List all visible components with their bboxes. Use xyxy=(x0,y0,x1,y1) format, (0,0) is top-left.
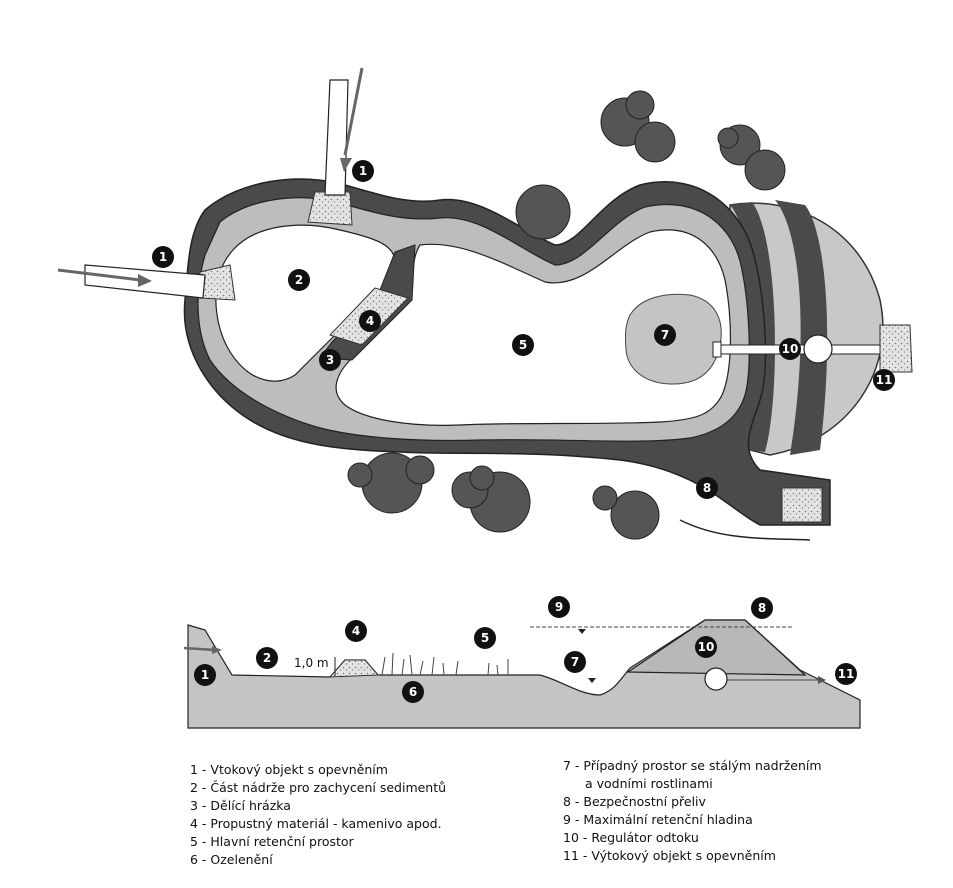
badge-7: 7 xyxy=(654,324,676,346)
section-badge-6: 6 xyxy=(402,681,424,703)
trees xyxy=(347,90,786,540)
height-label: 1,0 m xyxy=(294,656,329,670)
svg-text:9: 9 xyxy=(555,600,563,614)
regulator-section xyxy=(704,667,728,691)
svg-text:5: 5 xyxy=(481,631,489,645)
legend-item-7-cont: a vodními rostlinami xyxy=(585,776,713,791)
svg-text:1: 1 xyxy=(359,164,367,178)
svg-text:7: 7 xyxy=(661,328,669,342)
badge-1-top: 1 xyxy=(352,160,374,182)
svg-text:4: 4 xyxy=(352,624,360,638)
legend-item-10: 10 - Regulátor odtoku xyxy=(563,830,699,845)
svg-text:2: 2 xyxy=(295,273,303,287)
svg-text:11: 11 xyxy=(838,667,855,681)
legend-item-3: 3 - Dělící hrázka xyxy=(190,798,291,813)
section-badge-10: 10 xyxy=(695,636,717,658)
legend-item-8: 8 - Bezpečnostní přeliv xyxy=(563,794,706,809)
section-badge-9: 9 xyxy=(548,596,570,618)
badge-11: 11 xyxy=(873,369,895,391)
legend-item-2: 2 - Část nádrže pro zachycení sedimentů xyxy=(190,780,447,795)
legend-left: 1 - Vtokový objekt s opevněním 2 - Část … xyxy=(190,761,446,869)
legend-item-6: 6 - Ozelenění xyxy=(190,852,273,867)
svg-text:8: 8 xyxy=(703,481,711,495)
left-inlet-pipe xyxy=(57,264,206,299)
svg-text:3: 3 xyxy=(326,353,334,367)
badge-10: 10 xyxy=(779,338,801,360)
svg-text:10: 10 xyxy=(782,342,799,356)
legend-right: 7 - Případný prostor se stálým nadržením… xyxy=(563,757,822,865)
gravel-section xyxy=(328,659,380,678)
svg-text:5: 5 xyxy=(519,338,527,352)
legend-item-5: 5 - Hlavní retenční prostor xyxy=(190,834,354,849)
cross-section: 1,0 m xyxy=(183,619,861,729)
svg-text:2: 2 xyxy=(263,651,271,665)
section-badge-8: 8 xyxy=(751,597,773,619)
badge-1-left: 1 xyxy=(152,246,174,268)
badge-4: 4 xyxy=(359,310,381,332)
svg-text:8: 8 xyxy=(758,601,766,615)
badge-2: 2 xyxy=(288,269,310,291)
svg-text:4: 4 xyxy=(366,314,374,328)
spillway-gravel xyxy=(781,487,823,523)
legend-item-4: 4 - Propustný materiál - kamenivo apod. xyxy=(190,816,442,831)
spillway-curve xyxy=(679,519,811,541)
section-badge-4: 4 xyxy=(345,620,367,642)
inlet-gravel-top xyxy=(307,191,353,226)
top-inlet-pipe xyxy=(324,67,364,196)
flow-regulator xyxy=(803,334,833,364)
svg-text:10: 10 xyxy=(698,640,715,654)
legend-item-1: 1 - Vtokový objekt s opevněním xyxy=(190,762,388,777)
section-badge-7: 7 xyxy=(564,651,586,673)
legend-item-9: 9 - Maximální retenční hladina xyxy=(563,812,753,827)
section-badge-1: 1 xyxy=(194,664,216,686)
legend-item-7: 7 - Případný prostor se stálým nadržením xyxy=(563,758,822,773)
section-badge-5: 5 xyxy=(474,627,496,649)
svg-text:11: 11 xyxy=(876,373,893,387)
outlet-gravel xyxy=(879,324,913,373)
section-badge-2: 2 xyxy=(256,647,278,669)
badge-8: 8 xyxy=(696,477,718,499)
outlet-dome xyxy=(729,200,884,456)
svg-text:7: 7 xyxy=(571,655,579,669)
svg-text:1: 1 xyxy=(201,668,209,682)
svg-text:1: 1 xyxy=(159,250,167,264)
section-badge-11: 11 xyxy=(835,663,857,685)
svg-text:6: 6 xyxy=(409,685,417,699)
legend-item-11: 11 - Výtokový objekt s opevněním xyxy=(563,848,776,863)
badge-5: 5 xyxy=(512,334,534,356)
badge-3: 3 xyxy=(319,349,341,371)
